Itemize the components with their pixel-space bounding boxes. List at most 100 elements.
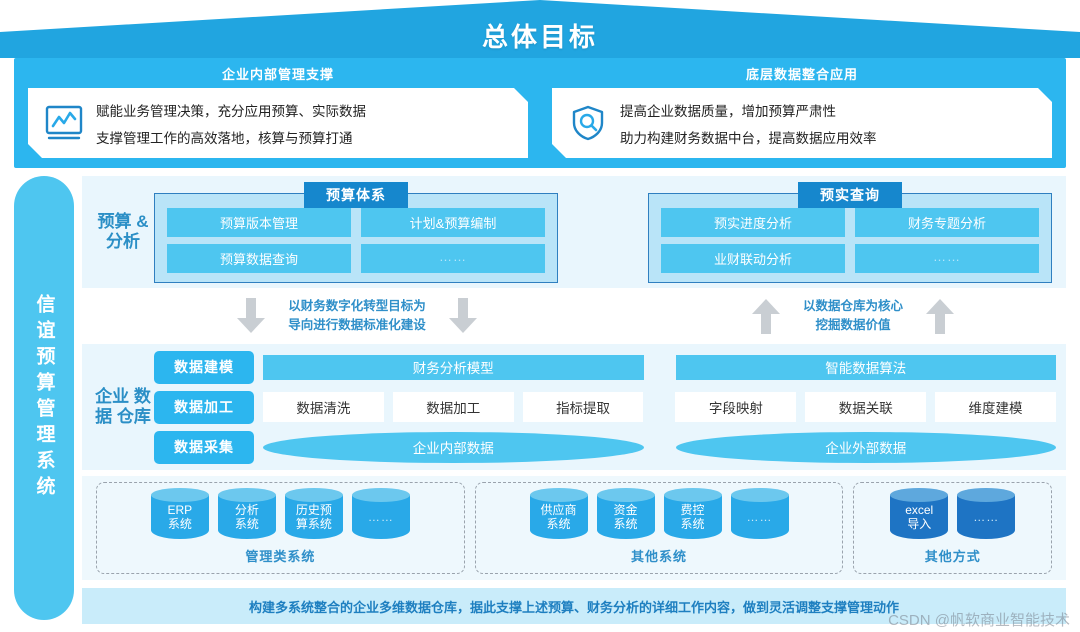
cylinder-body (529, 495, 588, 539)
dw-cell-data-processing[interactable]: 数据加工 (392, 392, 514, 422)
source-label: excel 导入 (905, 503, 934, 531)
dw-cell-field-mapping[interactable]: 字段映射 (675, 392, 797, 422)
dw-cell-metric-extraction[interactable]: 指标提取 (522, 392, 644, 422)
source-group-other-systems: 供应商 系统 资金 系统 费控 系统 … (474, 482, 844, 574)
chip-row: 业财联动分析 …… (661, 243, 1039, 273)
source-label: 资金 系统 (613, 503, 638, 531)
cylinder-row: ERP 系统 分析 系统 历史预 算系统 (150, 488, 410, 542)
warehouse-row-collection: 数据采集 企业内部数据 企业外部数据 (154, 430, 1056, 464)
main-column: 预算 & 分析 预算体系 预算版本管理 计划&预算编制 预算数据查询 …… (82, 176, 1066, 620)
panel-budget-actual-query: 预实查询 预实进度分析 财务专题分析 业财联动分析 …… (648, 181, 1052, 283)
source-excel-import[interactable]: excel 导入 (890, 488, 949, 542)
source-group-title: 其他系统 (631, 549, 688, 564)
bridge-right: 以数据仓库为核心 挖掘数据价值 (650, 294, 1056, 338)
chip-row: 预算数据查询 …… (167, 243, 545, 273)
cylinder-body (890, 495, 949, 539)
warehouse-row-processing: 数据加工 数据清洗 数据加工 指标提取 字段映射 数据关联 维度建模 (154, 390, 1056, 424)
source-group-title: 其他方式 (924, 549, 981, 564)
dw-key-data-collection[interactable]: 数据采集 (154, 430, 254, 464)
dw-banner-smart-algorithm[interactable]: 智能数据算法 (675, 354, 1056, 380)
cylinder-top (596, 488, 655, 502)
chip-business-finance-linkage[interactable]: 业财联动分析 (661, 243, 845, 273)
source-expense-control-system[interactable]: 费控 系统 (663, 488, 722, 542)
goal-text-lines: 提高企业数据质量，增加预算严肃性 助力构建财务数据中台，提高数据应用效率 (620, 100, 877, 147)
goal-band: 企业内部管理支撑 赋能业务管理决策，充分应用预算、实际数据 支撑管理工作的高效落… (14, 58, 1066, 168)
footer-banner: 构建多系统整合的企业多维数据仓库，据此支撑上述预算、财务分析的详细工作内容，做到… (82, 588, 1066, 624)
goal-line: 助力构建财务数据中台，提高数据应用效率 (620, 130, 877, 146)
cylinder-top (284, 488, 343, 502)
cylinder-row: 供应商 系统 资金 系统 费控 系统 … (529, 488, 789, 542)
source-historical-budget-system[interactable]: 历史预 算系统 (284, 488, 343, 542)
source-treasury-system[interactable]: 资金 系统 (596, 488, 655, 542)
cylinder-body (150, 495, 209, 539)
tier-budget-analysis: 预算 & 分析 预算体系 预算版本管理 计划&预算编制 预算数据查询 …… (82, 176, 1066, 288)
dw-cell-data-cleaning[interactable]: 数据清洗 (263, 392, 384, 422)
source-analysis-system[interactable]: 分析 系统 (217, 488, 276, 542)
goal-text-lines: 赋能业务管理决策，充分应用预算、实际数据 支撑管理工作的高效落地，核算与预算打通 (96, 100, 366, 147)
dw-ellipse-internal-data[interactable]: 企业内部数据 (263, 431, 644, 463)
source-more[interactable]: …… (957, 488, 1016, 542)
panel-title: 预算体系 (304, 181, 408, 208)
cylinder-top (730, 488, 789, 502)
source-label: 分析 系统 (234, 503, 259, 531)
dw-banner-finance-model[interactable]: 财务分析模型 (263, 354, 644, 380)
chip-more[interactable]: …… (361, 243, 545, 273)
chip-progress-analysis[interactable]: 预实进度分析 (661, 207, 845, 237)
footer-text: 构建多系统整合的企业多维数据仓库，据此支撑上述预算、财务分析的详细工作内容，做到… (248, 599, 899, 615)
cylinder-row: excel 导入 …… (890, 488, 1016, 542)
chip-finance-topic-analysis[interactable]: 财务专题分析 (855, 207, 1039, 237)
cylinder-body (730, 495, 789, 539)
cylinder-body (284, 495, 343, 539)
chip-budget-data-query[interactable]: 预算数据查询 (167, 243, 351, 273)
dw-key-data-modeling[interactable]: 数据建模 (154, 350, 254, 384)
panel-title: 预实查询 (798, 181, 902, 208)
page-title: 总体目标 (481, 22, 598, 52)
tier-source-systems: ERP 系统 分析 系统 历史预 算系统 (82, 476, 1066, 580)
chart-monitor-icon (44, 103, 84, 143)
source-supplier-system[interactable]: 供应商 系统 (529, 488, 588, 542)
source-group-title: 管理类系统 (245, 549, 316, 564)
source-label: …… (973, 510, 1000, 525)
source-erp-system[interactable]: ERP 系统 (150, 488, 209, 542)
panel-budget-system: 预算体系 预算版本管理 计划&预算编制 预算数据查询 …… (154, 181, 558, 283)
goal-column-internal-management: 企业内部管理支撑 赋能业务管理决策，充分应用预算、实际数据 支撑管理工作的高效落… (28, 64, 528, 158)
dw-ellipse-external-data[interactable]: 企业外部数据 (675, 431, 1056, 463)
cylinder-top (890, 488, 949, 502)
goal-line: 提高企业数据质量，增加预算严肃性 (620, 103, 836, 119)
dw-cell-dimension-modeling[interactable]: 维度建模 (935, 392, 1056, 422)
cylinder-top (529, 488, 588, 502)
source-more[interactable]: …… (730, 488, 789, 542)
chip-plan-budget-prep[interactable]: 计划&预算编制 (361, 207, 545, 237)
bridge-caption: 以数据仓库为核心 挖掘数据价值 (802, 299, 903, 332)
cylinder-body (217, 495, 276, 539)
bridge-caption: 以财务数字化转型目标为 导向进行数据标准化建设 (288, 299, 426, 332)
system-name-bar: 信谊预算管理系统 (14, 176, 74, 620)
cylinder-body (663, 495, 722, 539)
system-name-label: 信谊预算管理系统 (33, 294, 55, 502)
cylinder-top (150, 488, 209, 502)
chip-budget-version-mgmt[interactable]: 预算版本管理 (167, 207, 351, 237)
panel-body: 预实进度分析 财务专题分析 业财联动分析 …… (648, 192, 1052, 283)
goal-heading: 底层数据整合应用 (745, 67, 858, 82)
arrow-down-icon (448, 298, 478, 334)
cylinder-top (663, 488, 722, 502)
source-more[interactable]: …… (351, 488, 410, 542)
goal-heading: 企业内部管理支撑 (221, 67, 334, 82)
source-label: 历史预 算系统 (295, 503, 332, 531)
chip-row: 预算版本管理 计划&预算编制 (167, 207, 545, 237)
tier-budget-label: 预算 & 分析 (97, 212, 149, 251)
chip-more[interactable]: …… (855, 243, 1039, 273)
dw-cell-data-association[interactable]: 数据关联 (805, 392, 927, 422)
arrow-up-icon (925, 298, 955, 334)
dw-key-data-processing[interactable]: 数据加工 (154, 390, 254, 424)
goal-line: 支撑管理工作的高效落地，核算与预算打通 (96, 130, 353, 146)
cylinder-body (596, 495, 655, 539)
cylinder-top (351, 488, 410, 502)
goal-card: 提高企业数据质量，增加预算严肃性 助力构建财务数据中台，提高数据应用效率 (552, 88, 1052, 158)
overall-goal-banner: 总体目标 (0, 0, 1080, 58)
source-label: …… (367, 510, 394, 525)
arrow-up-icon (751, 298, 781, 334)
arrow-down-icon (236, 298, 266, 334)
source-label: 费控 系统 (680, 503, 705, 531)
